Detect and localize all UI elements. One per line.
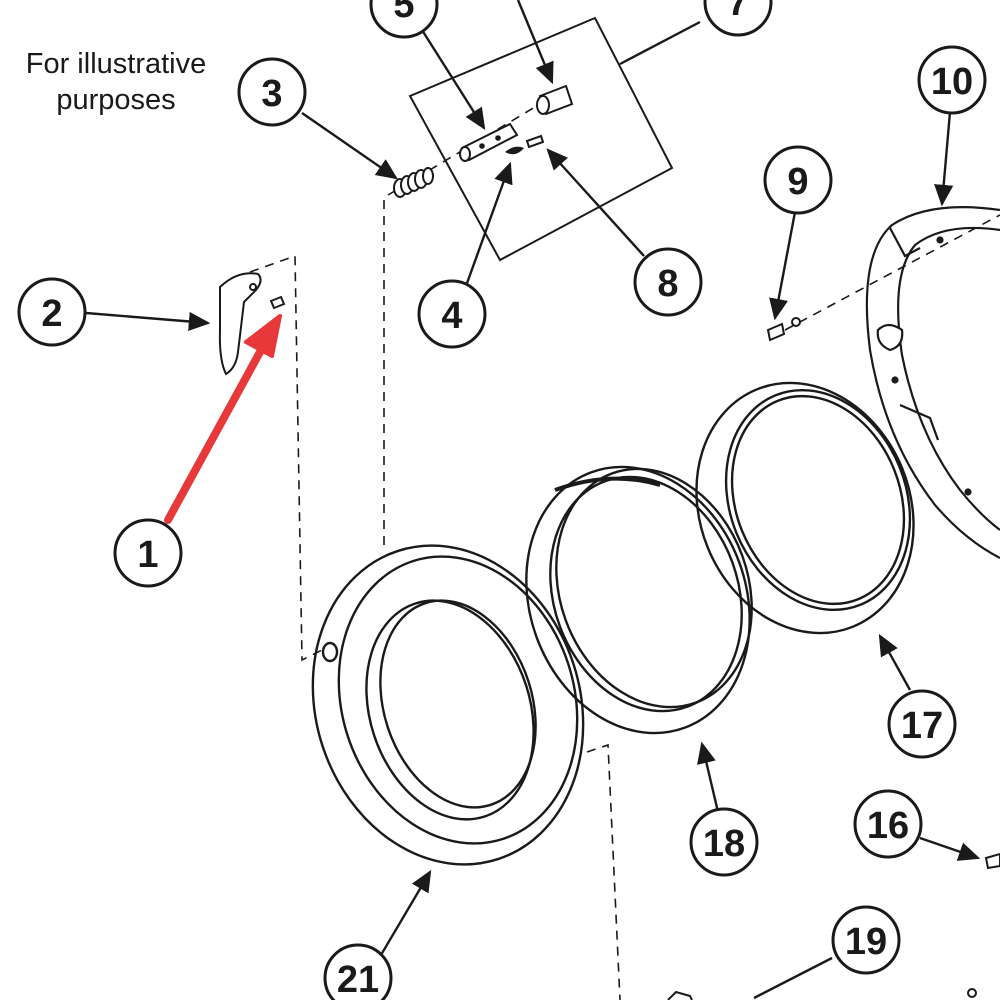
callout-8: 8 [633,247,703,317]
highlight-arrow [164,314,282,524]
latch-pin-part [459,122,519,162]
callout-17: 17 [887,689,957,759]
callout-18: 18 [689,807,759,877]
callout-21-label: 21 [337,959,379,1000]
callout-19-label: 19 [845,921,887,963]
illustrative-caption: For illustrative purposes [0,46,232,118]
leader-lines [85,0,981,1000]
caption-line-1: For illustrative [25,48,207,80]
callout-7: 7 [703,0,773,37]
inner-ring-18 [525,465,753,735]
outer-ring-21 [311,544,585,866]
callout-2-label: 2 [41,293,62,335]
handle-pin-part [269,295,286,310]
callout-9: 9 [763,145,833,215]
callout-1-label: 1 [137,534,158,576]
key-part [525,134,545,149]
callout-4: 4 [417,279,487,349]
callout-8-label: 8 [657,263,678,305]
callout-5-label: 5 [393,0,414,26]
callout-19: 19 [831,905,901,975]
callout-21: 21 [323,943,393,1000]
hinge-part-19 [667,990,693,1000]
callout-10: 10 [917,45,987,115]
callout-3-label: 3 [261,73,282,115]
screw-part-9 [766,317,801,342]
caption-line-2: purposes [56,84,176,116]
callout-5: 5 [369,0,439,39]
callout-9-label: 9 [787,161,808,203]
clip-part [505,146,524,155]
callout-4-label: 4 [441,295,462,337]
callout-16-label: 16 [867,805,909,847]
callout-2: 2 [17,277,87,347]
bushing-part [536,84,574,116]
latch-assembly-box [408,16,674,262]
callout-17-label: 17 [901,705,943,747]
door-handle-part [218,272,262,376]
callout-10-label: 10 [931,61,973,103]
callout-18-label: 18 [703,823,745,865]
callout-3: 3 [237,57,307,127]
door-frame-part [865,206,1000,559]
callout-7-label: 7 [727,0,748,24]
callout-1: 1 [113,518,183,588]
part-edge-dot [967,988,977,998]
spring-part [393,167,434,198]
screw-part-16 [984,852,1000,870]
callout-16: 16 [853,789,923,859]
gasket-ring-17 [695,381,915,635]
